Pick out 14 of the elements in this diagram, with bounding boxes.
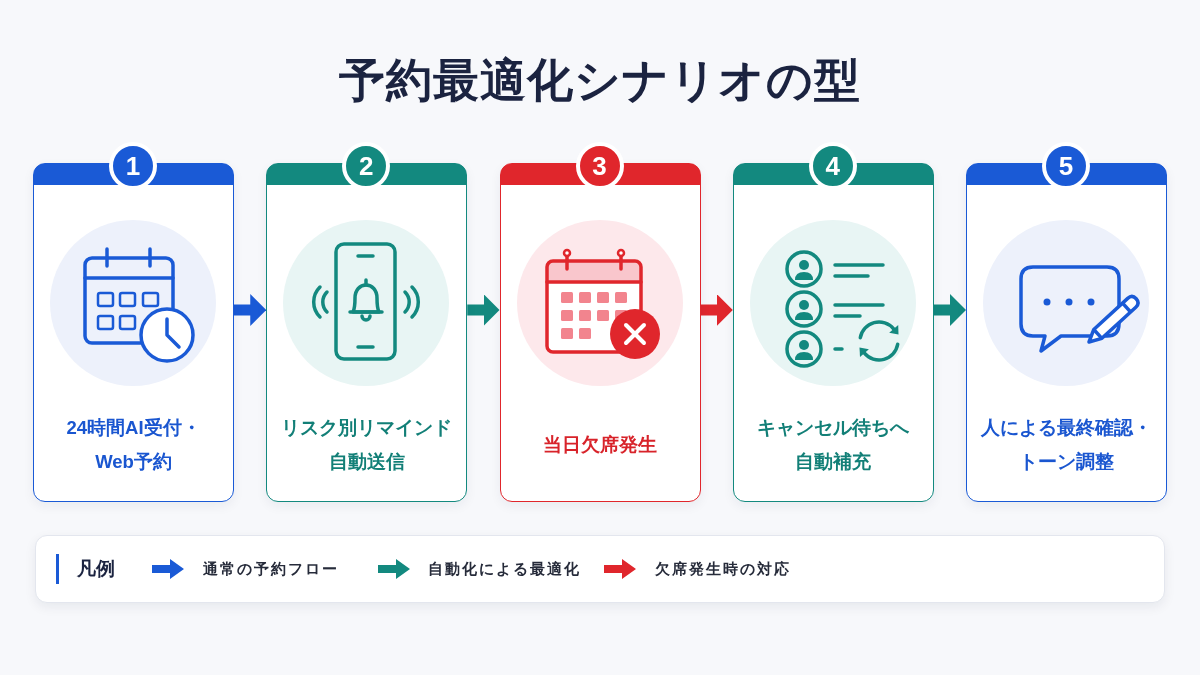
step-label: リスク別リマインド自動送信 — [280, 416, 453, 474]
legend-label: 通常の予約フロー — [203, 559, 339, 579]
step-label: 24時間AI受付・Web予約 — [65, 416, 202, 474]
legend-label: 自動化による最適化 — [428, 559, 581, 579]
step-label: 当日欠席発生 — [543, 433, 657, 457]
arrow — [700, 294, 733, 326]
step-label: キャンセル待ちへ自動補充 — [756, 416, 911, 474]
legend-heading: 凡例 — [77, 557, 115, 581]
arrow — [933, 294, 966, 326]
step-label: 人による最終確認・トーン調整 — [980, 416, 1153, 474]
legend-label: 欠席発生時の対応 — [655, 559, 791, 579]
title: 予約最適化シナリオの型 — [339, 53, 861, 108]
arrow — [467, 294, 500, 326]
arrow — [234, 294, 267, 326]
